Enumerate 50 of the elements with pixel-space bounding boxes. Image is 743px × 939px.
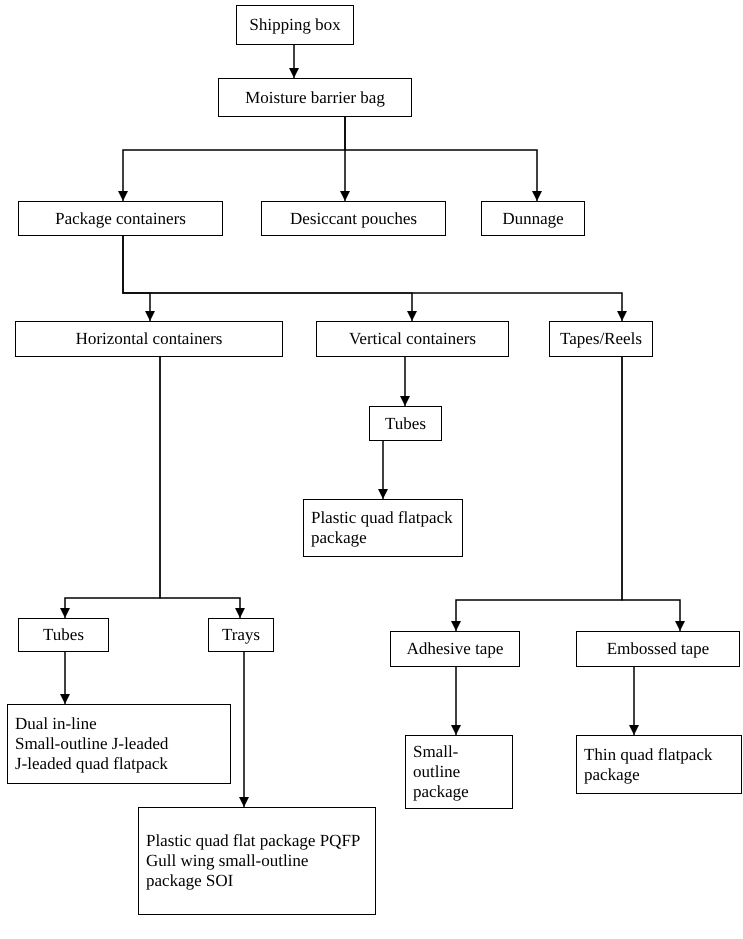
arrow bbox=[378, 441, 388, 499]
process-box bbox=[18, 201, 223, 236]
box-text: Small-outline J-leaded bbox=[15, 734, 170, 754]
process-box bbox=[208, 618, 274, 652]
process-box bbox=[576, 735, 742, 794]
box-text: J-leaded quad flatpack bbox=[15, 754, 169, 774]
process-box bbox=[138, 807, 376, 915]
box-text: Trays bbox=[222, 625, 260, 645]
arrow bbox=[629, 667, 639, 735]
process-box bbox=[405, 735, 513, 809]
box-text: Thin quad flatpack package bbox=[584, 744, 714, 784]
arrow bbox=[159, 357, 245, 618]
process-box bbox=[18, 618, 109, 652]
process-box bbox=[7, 704, 231, 784]
box-text: Tapes/Reels bbox=[560, 329, 642, 349]
box-text: Small-outline package bbox=[413, 742, 470, 802]
process-box bbox=[390, 631, 520, 667]
process-box bbox=[303, 499, 463, 557]
process-box bbox=[261, 201, 446, 236]
process-box bbox=[316, 321, 509, 357]
box-text: Desiccant pouches bbox=[290, 208, 417, 228]
process-box bbox=[15, 321, 283, 357]
arrow bbox=[289, 45, 299, 78]
box-text: Package containers bbox=[55, 208, 186, 228]
box-text: Tubes bbox=[385, 414, 426, 434]
process-box bbox=[218, 78, 412, 117]
box-text: Adhesive tape bbox=[406, 639, 504, 659]
box-text: Tubes bbox=[43, 625, 84, 645]
box-text: Moisture barrier bag bbox=[245, 88, 385, 108]
box-text: Plastic quad flat package PQFP bbox=[146, 831, 362, 851]
arrow bbox=[239, 651, 249, 807]
process-box bbox=[369, 406, 442, 441]
arrow bbox=[344, 117, 542, 201]
arrow bbox=[60, 651, 70, 704]
arrow bbox=[400, 357, 410, 406]
box-text: Dunnage bbox=[502, 208, 564, 228]
box-text: Shipping box bbox=[249, 15, 341, 35]
box-text: Plastic quad flatpack package bbox=[311, 508, 454, 548]
box-text: Horizontal containers bbox=[76, 329, 222, 349]
box-text: Gull wing small-outline package SOI bbox=[146, 851, 310, 891]
box-text: Embossed tape bbox=[606, 639, 710, 659]
process-box bbox=[481, 201, 585, 236]
arrow bbox=[451, 667, 461, 735]
process-box bbox=[549, 321, 653, 357]
box-text: Vertical containers bbox=[349, 329, 476, 349]
process-box bbox=[236, 5, 354, 45]
process-box bbox=[576, 631, 740, 667]
arrow bbox=[621, 357, 685, 631]
arrow bbox=[122, 236, 627, 321]
box-text: Dual in-line bbox=[15, 714, 98, 734]
